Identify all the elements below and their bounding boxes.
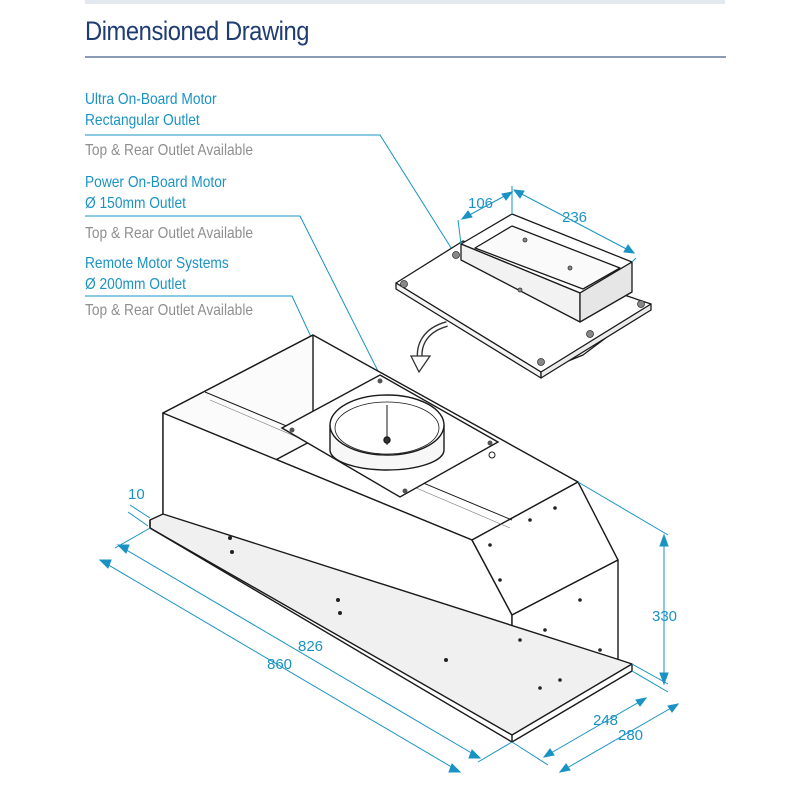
dim-label-248: 248 xyxy=(593,712,618,729)
rivet xyxy=(528,518,532,522)
base-flange-edge xyxy=(149,527,633,743)
label-ultra-line2: Rectangular Outlet xyxy=(85,112,200,129)
rangehood-body xyxy=(149,334,633,743)
rivet xyxy=(578,598,582,602)
dim-860-line xyxy=(99,559,461,773)
dim-10-line-b xyxy=(127,511,149,527)
dim-236-line xyxy=(513,189,635,254)
arrowhead xyxy=(623,244,636,254)
round-outlet xyxy=(280,374,500,498)
mount-bolt xyxy=(289,427,295,433)
adaptor-collar-side xyxy=(579,261,633,323)
top-divider xyxy=(85,0,725,4)
label-remote-line2: Ø 200mm Outlet xyxy=(85,276,186,293)
adaptor-rivet xyxy=(522,237,528,243)
leader-ultra xyxy=(85,134,461,263)
label-remote-note: Top & Rear Outlet Available xyxy=(85,302,254,319)
curved-arrow-icon xyxy=(409,321,448,374)
label-ultra-note: Top & Rear Outlet Available xyxy=(85,142,254,159)
leader-power xyxy=(85,215,385,384)
dim-826-line xyxy=(117,544,481,759)
top-port xyxy=(488,451,496,459)
title-underline xyxy=(85,56,726,58)
label-power-line2: Ø 150mm Outlet xyxy=(85,195,186,212)
adaptor-bolt-hole xyxy=(537,358,545,366)
adaptor-bolt-hole xyxy=(637,300,645,308)
page-title: Dimensioned Drawing xyxy=(85,16,310,46)
rivet xyxy=(230,550,234,554)
ext-line xyxy=(477,741,513,763)
dim-280-line xyxy=(559,703,679,773)
arrowhead xyxy=(460,210,473,220)
dim-label-106: 106 xyxy=(468,195,493,212)
arrowhead xyxy=(468,749,482,759)
arrowhead xyxy=(558,763,571,773)
ext-line xyxy=(457,219,462,245)
dim-label-330: 330 xyxy=(652,608,677,625)
rivet xyxy=(338,611,342,615)
arrowhead xyxy=(98,559,112,569)
rivet xyxy=(488,543,492,547)
rivet xyxy=(228,536,232,540)
rivet xyxy=(336,598,340,602)
arrowhead xyxy=(659,533,669,547)
ext-line xyxy=(511,741,549,766)
arrowhead xyxy=(116,544,130,554)
spigot-damper-pivot xyxy=(383,436,391,444)
arrowhead xyxy=(659,672,669,686)
rivet xyxy=(543,628,547,632)
rivet xyxy=(444,658,448,662)
dimension-lines xyxy=(98,186,680,773)
rivet xyxy=(518,638,522,642)
adaptor-rivet xyxy=(517,287,523,293)
label-power-line1: Power On-Board Motor xyxy=(85,174,227,191)
label-remote-line1: Remote Motor Systems xyxy=(85,255,229,272)
dim-248-line xyxy=(543,697,647,758)
mount-bolt xyxy=(377,378,383,384)
dim-label-280: 280 xyxy=(618,727,643,744)
mount-bolt xyxy=(487,440,493,446)
arrowhead xyxy=(501,191,514,201)
rivet xyxy=(558,678,562,682)
ext-line xyxy=(631,670,669,693)
dim-label-10: 10 xyxy=(128,486,145,503)
arrowhead xyxy=(512,189,525,199)
ext-line xyxy=(577,481,669,536)
rivet xyxy=(498,578,502,582)
dim-label-236: 236 xyxy=(562,209,587,226)
adaptor-bolt-hole xyxy=(400,280,408,288)
rectangular-outlet-adaptor xyxy=(395,213,652,379)
adaptor-bolt-hole xyxy=(586,330,594,338)
body-rivets xyxy=(228,506,602,690)
rivet xyxy=(598,648,602,652)
dim-label-826: 826 xyxy=(298,638,323,655)
adaptor-bolt-hole xyxy=(452,251,460,259)
arrowhead xyxy=(635,697,648,707)
arrowhead xyxy=(542,748,555,758)
adaptor-rivet xyxy=(567,265,573,271)
arrowhead xyxy=(667,703,680,713)
rivet xyxy=(553,506,557,510)
adaptor-flange-edge-right xyxy=(540,303,652,379)
ext-line xyxy=(631,663,669,685)
label-ultra-line1: Ultra On-Board Motor xyxy=(85,91,217,108)
adaptor-collar-opening xyxy=(474,225,621,290)
arrowhead xyxy=(448,763,462,773)
mount-bolt xyxy=(402,488,408,494)
dim-label-860: 860 xyxy=(267,656,292,673)
ext-line xyxy=(631,257,637,263)
dim-10-line xyxy=(129,504,151,519)
label-power-note: Top & Rear Outlet Available xyxy=(85,225,254,242)
rivet xyxy=(538,686,542,690)
